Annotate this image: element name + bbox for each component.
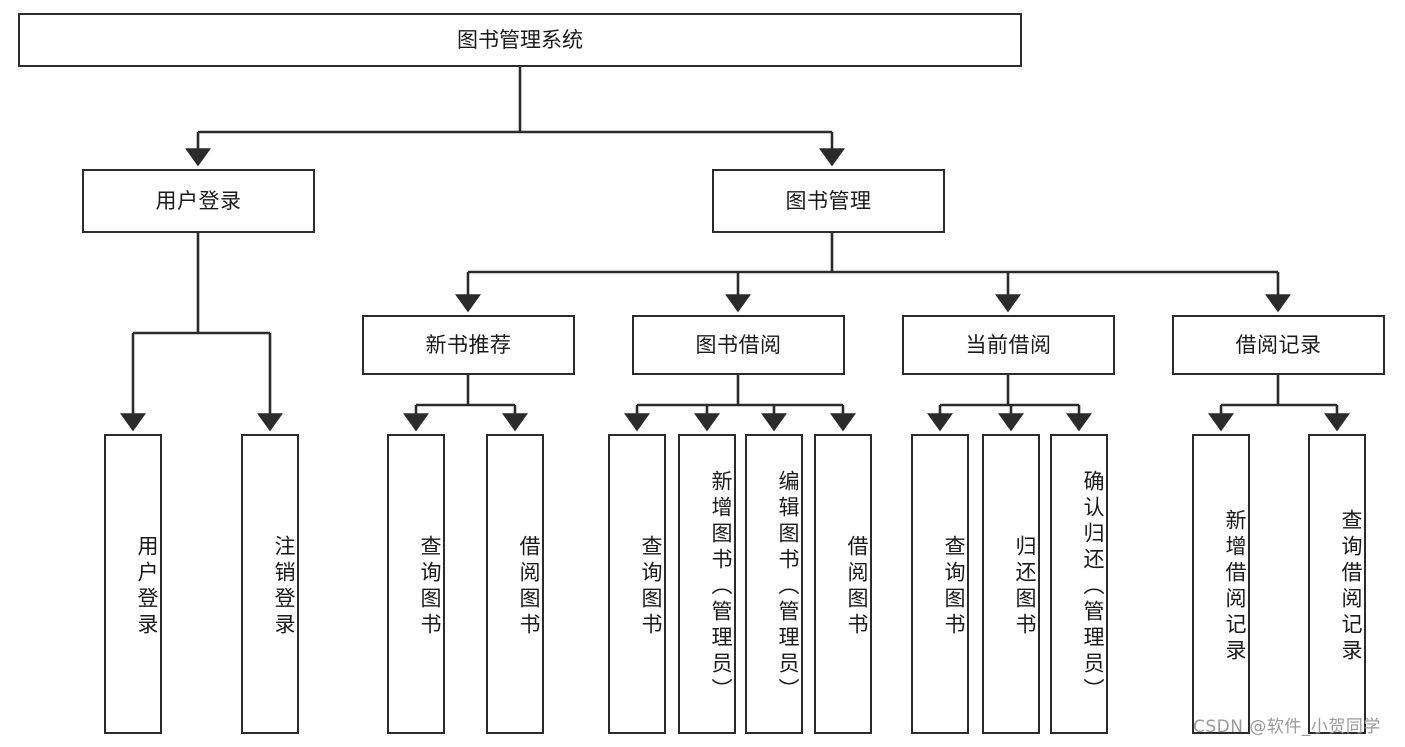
- leaf-label: 用户登录: [135, 535, 159, 639]
- csdn-watermark: CSDN @软件_小贺同学: [1193, 717, 1381, 737]
- leaf-label: 借阅图书: [517, 535, 541, 639]
- leaf-label: 新增借阅记录: [1223, 509, 1247, 665]
- leaf-return-book[interactable]: 归还图书: [982, 434, 1040, 734]
- node-root-system[interactable]: 图书管理系统: [18, 13, 1022, 67]
- leaf-label: 查询图书: [639, 535, 663, 639]
- edge-book-borrow-to-leaves: [624, 375, 856, 432]
- edge-user-login-to-leaves: [120, 233, 283, 432]
- edge-new-book-rec-to-leaves: [403, 375, 528, 432]
- leaf-label: 注销登录: [272, 535, 296, 639]
- leaf-borrow-book[interactable]: 借阅图书: [814, 434, 872, 734]
- node-new-book-recommend[interactable]: 新书推荐: [362, 315, 575, 375]
- leaf-user-logout[interactable]: 注销登录: [241, 434, 299, 734]
- leaf-edit-book-admin[interactable]: 编辑图书（管理员）: [745, 434, 803, 734]
- leaf-borrow-book-recommend[interactable]: 借阅图书: [486, 434, 544, 734]
- leaf-query-book-borrow[interactable]: 查询图书: [608, 434, 666, 734]
- edge-current-borrow-to-leaves: [927, 375, 1092, 432]
- leaf-query-book-recommend[interactable]: 查询图书: [387, 434, 445, 734]
- leaf-label: 借阅图书: [845, 535, 869, 639]
- leaf-label: 归还图书: [1013, 535, 1037, 639]
- node-user-login[interactable]: 用户登录: [82, 169, 315, 233]
- leaf-add-borrow-record[interactable]: 新增借阅记录: [1192, 434, 1250, 734]
- node-book-borrow[interactable]: 图书借阅: [632, 315, 845, 375]
- leaf-add-book-admin[interactable]: 新增图书（管理员）: [678, 434, 736, 734]
- leaf-label: 查询图书: [942, 535, 966, 639]
- node-book-manage[interactable]: 图书管理: [712, 169, 945, 233]
- leaf-label: 查询借阅记录: [1339, 509, 1363, 665]
- leaf-label: 确认归还（管理员）: [1081, 470, 1105, 704]
- leaf-user-login[interactable]: 用户登录: [104, 434, 162, 734]
- edge-root-to-level2: [185, 67, 845, 167]
- leaf-label: 编辑图书（管理员）: [776, 470, 800, 704]
- leaf-query-book-current[interactable]: 查询图书: [911, 434, 969, 734]
- node-borrow-record[interactable]: 借阅记录: [1172, 315, 1385, 375]
- leaf-label: 查询图书: [418, 535, 442, 639]
- edge-book-manage-to-level3: [455, 233, 1291, 313]
- leaf-label: 新增图书（管理员）: [709, 470, 733, 704]
- node-current-borrow[interactable]: 当前借阅: [902, 315, 1115, 375]
- leaf-confirm-return-admin[interactable]: 确认归还（管理员）: [1050, 434, 1108, 734]
- leaf-query-borrow-record[interactable]: 查询借阅记录: [1308, 434, 1366, 734]
- edge-borrow-record-to-leaves: [1208, 375, 1350, 432]
